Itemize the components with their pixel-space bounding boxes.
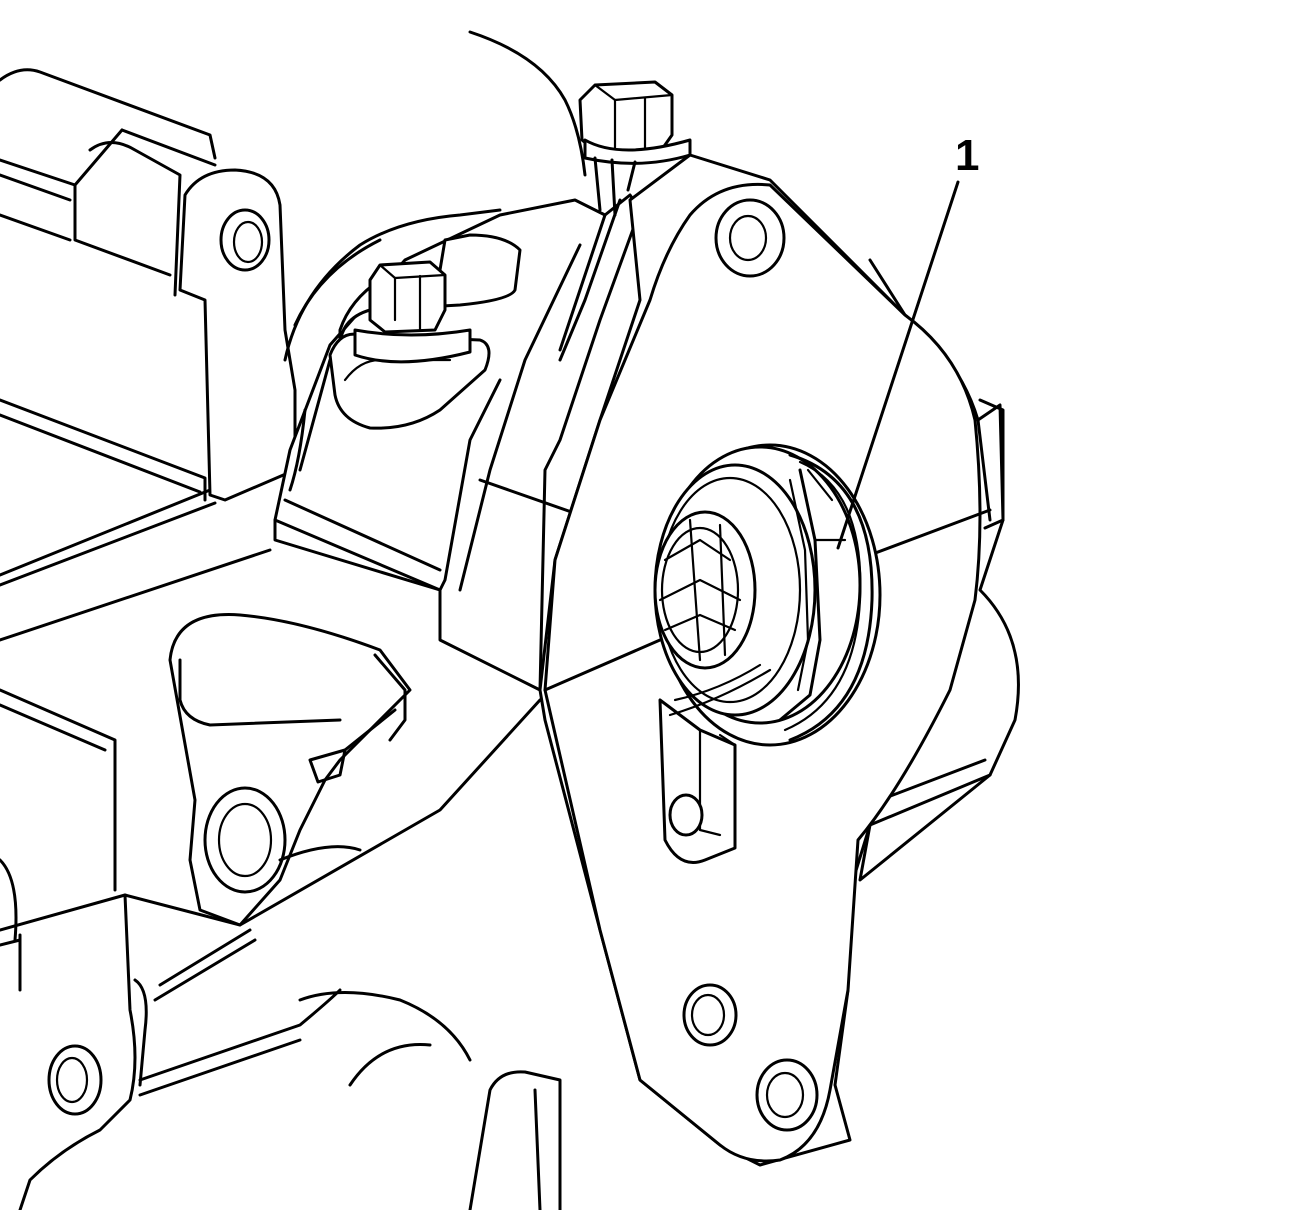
mounting-bracket [538,153,1020,1167]
callout-label: 1 [955,131,979,180]
center-block [273,193,642,692]
engine-block [0,68,562,1210]
callout-1: 1 [836,131,979,550]
callout-leader-line [836,180,960,550]
top-bolt [578,80,692,217]
upper-housing [283,30,587,362]
